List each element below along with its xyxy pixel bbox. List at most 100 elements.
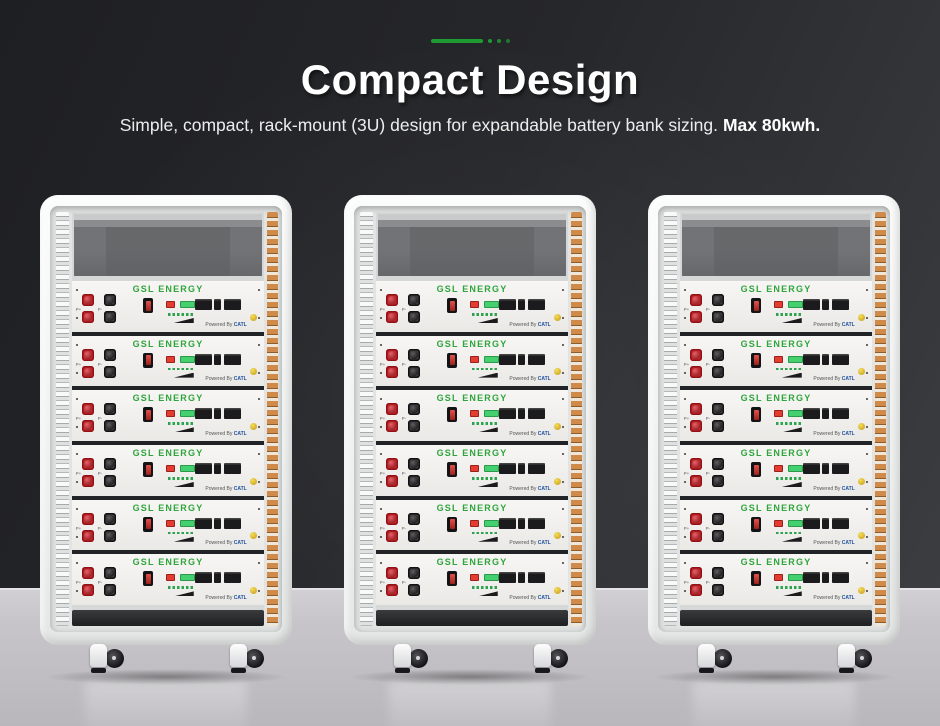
- powered-by-text: Powered By: [205, 321, 234, 328]
- battery-module: GSL ENERGY P+ P- Powered By CATL: [72, 390, 264, 442]
- negative-terminal: [711, 294, 724, 306]
- negative-terminal: [407, 348, 420, 361]
- positive-terminal: [385, 348, 398, 361]
- battery-cabinet: GSL ENERGY P+ P- Powered By CATL GSL ENE…: [648, 195, 900, 685]
- reset-button: [166, 574, 176, 582]
- comm-port: [223, 463, 241, 475]
- positive-terminal-label: P+: [379, 416, 386, 422]
- positive-terminal-label: P+: [379, 361, 386, 367]
- wheel-icon: [245, 649, 264, 668]
- negative-terminal-label: P-: [97, 525, 103, 531]
- capacity-wedge-icon: [477, 591, 498, 597]
- status-led: [179, 301, 195, 308]
- buzzer-button: [858, 313, 866, 321]
- buzzer-button: [250, 313, 258, 321]
- powered-by-label: Powered By CATL: [205, 595, 246, 601]
- comm-port: [831, 408, 849, 420]
- cabinet-center: GSL ENERGY P+ P- Powered By CATL GSL ENE…: [376, 212, 568, 626]
- status-led: [483, 355, 499, 363]
- battery-module: GSL ENERGY P+ P- Powered By CATL: [680, 281, 872, 332]
- positive-terminal-label: P+: [683, 471, 690, 477]
- terminal-block: P+ P-: [380, 348, 420, 378]
- battery-module: GSL ENERGY P+ P- Powered By CATL: [72, 281, 264, 332]
- buzzer-button: [554, 368, 562, 376]
- negative-terminal-label: P-: [97, 416, 103, 422]
- power-switch: [143, 462, 154, 478]
- positive-terminal-label: P+: [75, 307, 82, 312]
- powered-by-text: Powered By: [509, 595, 538, 602]
- reset-button: [774, 301, 784, 308]
- buzzer-button: [250, 477, 258, 485]
- positive-terminal: [689, 311, 702, 323]
- busbar-rail: [875, 212, 886, 626]
- brand-label: GSL ENERGY: [132, 393, 204, 404]
- negative-terminal: [407, 403, 420, 416]
- catl-brand: CATL: [841, 485, 855, 492]
- battery-module: GSL ENERGY P+ P- Powered By CATL: [376, 281, 568, 332]
- terminal-block: P+ P-: [684, 403, 724, 433]
- caster-pad: [699, 668, 714, 673]
- buzzer-button: [858, 368, 866, 376]
- comm-port: [518, 463, 526, 475]
- comm-port: [802, 353, 820, 365]
- positive-terminal-label: P+: [75, 361, 82, 367]
- comm-ports: [498, 353, 545, 365]
- comm-ports: [194, 572, 241, 584]
- comm-ports: [498, 299, 545, 310]
- negative-terminal: [407, 294, 420, 306]
- power-switch: [751, 298, 762, 313]
- power-switch: [143, 571, 154, 587]
- comm-port: [831, 572, 849, 584]
- powered-by-label: Powered By CATL: [509, 540, 550, 546]
- positive-terminal-label: P+: [683, 525, 690, 531]
- negative-terminal: [711, 311, 724, 323]
- positive-terminal: [689, 403, 702, 416]
- battery-module: GSL ENERGY P+ P- Powered By CATL: [72, 445, 264, 496]
- power-switch: [751, 516, 762, 532]
- capacity-wedge-icon: [173, 536, 194, 542]
- brand-label: GSL ENERGY: [740, 448, 812, 459]
- negative-terminal: [711, 348, 724, 361]
- comm-port: [831, 517, 849, 529]
- module-stack: GSL ENERGY P+ P- Powered By CATL GSL ENE…: [376, 281, 568, 606]
- soc-led-dots: [168, 477, 193, 480]
- comm-port: [214, 299, 222, 310]
- power-switch: [751, 571, 762, 587]
- negative-terminal: [407, 365, 420, 378]
- brand-label: GSL ENERGY: [436, 448, 508, 459]
- powered-by-text: Powered By: [205, 540, 234, 547]
- positive-terminal-label: P+: [75, 580, 82, 586]
- buzzer-button: [858, 587, 866, 595]
- negative-terminal: [103, 294, 116, 306]
- accent-dot: [505, 38, 510, 43]
- capacity-wedge-icon: [477, 372, 498, 378]
- powered-by-label: Powered By CATL: [813, 376, 854, 382]
- negative-terminal: [407, 475, 420, 488]
- soc-led-dots: [776, 422, 801, 425]
- empty-rack-space: [74, 214, 262, 276]
- caster-wheel: [394, 644, 428, 676]
- screw-dots: [684, 453, 686, 456]
- negative-terminal-label: P-: [705, 361, 711, 367]
- battery-module: GSL ENERGY P+ P- Powered By CATL: [376, 335, 568, 387]
- caster-wheel: [698, 644, 732, 676]
- power-switch: [447, 352, 458, 368]
- comm-port: [527, 463, 545, 475]
- positive-terminal: [81, 403, 94, 416]
- brand-label: GSL ENERGY: [740, 393, 812, 404]
- battery-module: GSL ENERGY P+ P- Powered By CATL: [72, 499, 264, 551]
- brand-label: GSL ENERGY: [436, 502, 508, 513]
- positive-terminal: [385, 458, 398, 471]
- cabinet-center: GSL ENERGY P+ P- Powered By CATL GSL ENE…: [680, 212, 872, 626]
- comm-port: [214, 353, 222, 365]
- comm-port: [498, 353, 516, 365]
- power-switch: [447, 462, 458, 478]
- status-led: [483, 465, 499, 473]
- capacity-wedge-icon: [173, 427, 194, 433]
- positive-terminal-label: P+: [379, 307, 386, 312]
- powered-by-label: Powered By CATL: [205, 322, 246, 328]
- terminal-block: P+ P-: [684, 512, 724, 542]
- comm-port: [498, 517, 516, 529]
- powered-by-text: Powered By: [205, 485, 234, 492]
- soc-led-dots: [472, 477, 497, 480]
